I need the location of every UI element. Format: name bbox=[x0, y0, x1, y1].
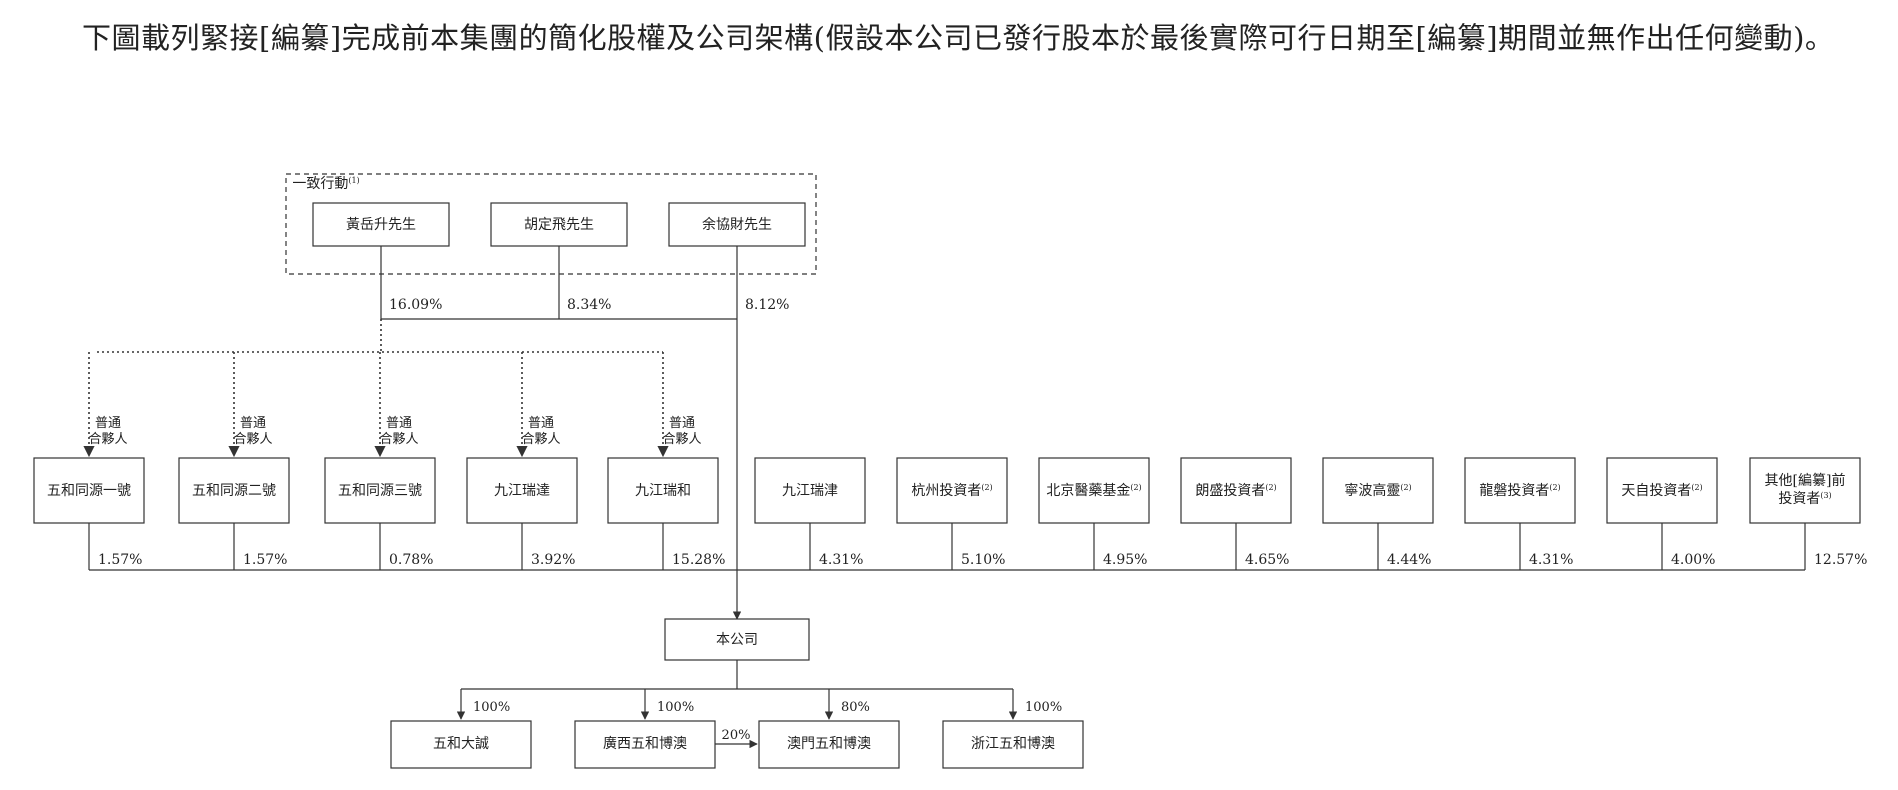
person-box bbox=[312, 202, 450, 247]
cross-holding-pct: 20% bbox=[722, 728, 751, 743]
shareholder-box bbox=[896, 457, 1008, 524]
subsidiary-pct: 100% bbox=[1025, 700, 1062, 715]
shareholder-name: 朗盛投資者(2) bbox=[1195, 483, 1276, 499]
gp-label: 合夥人 bbox=[379, 432, 418, 447]
gp-label: 合夥人 bbox=[88, 432, 127, 447]
shareholder-pct: 4.44% bbox=[1387, 552, 1431, 568]
gp-label: 合夥人 bbox=[662, 432, 701, 447]
shareholder-pct: 0.78% bbox=[389, 552, 433, 568]
shareholder-box bbox=[1464, 457, 1576, 524]
subsidiary-name: 浙江五和博澳 bbox=[971, 735, 1055, 752]
shareholder-pct: 12.57% bbox=[1814, 552, 1867, 568]
shareholder-name: 杭州投資者(2) bbox=[911, 483, 992, 499]
shareholder-box bbox=[754, 457, 866, 524]
subsidiary-pct: 100% bbox=[473, 700, 510, 715]
subsidiary-name: 廣西五和博澳 bbox=[603, 735, 687, 752]
shareholder-name: 龍磐投資者(2) bbox=[1479, 482, 1560, 499]
shareholder-name: 五和同源二號 bbox=[192, 483, 276, 499]
shareholder-name: 九江瑞和 bbox=[635, 483, 691, 499]
shareholder-pct: 1.57% bbox=[98, 552, 142, 568]
shareholder-box bbox=[1749, 457, 1861, 524]
shareholder-box bbox=[324, 457, 436, 524]
company-box bbox=[664, 618, 810, 661]
intro-paragraph: 下圖載列緊接[編纂]完成前本集團的簡化股權及公司架構(假設本公司已發行股本於最後… bbox=[82, 21, 1835, 55]
gp-label: 普通 bbox=[669, 416, 695, 431]
shareholder-name: 北京醫藥基金(2) bbox=[1046, 482, 1141, 499]
shareholder-name: 九江瑞津 bbox=[782, 483, 838, 499]
shareholder-box bbox=[33, 457, 145, 524]
gp-label: 普通 bbox=[240, 416, 266, 431]
gp-label: 普通 bbox=[95, 416, 121, 431]
shareholder-name: 九江瑞達 bbox=[494, 483, 550, 499]
shareholder-pct: 5.10% bbox=[961, 552, 1005, 568]
person-box bbox=[490, 202, 628, 247]
person-name: 胡定飛先生 bbox=[524, 217, 594, 233]
subsidiary-pct: 80% bbox=[841, 700, 870, 715]
concert-party-boundary bbox=[285, 173, 817, 275]
gp-label: 合夥人 bbox=[233, 432, 272, 447]
shareholder-pct: 4.00% bbox=[1671, 552, 1715, 568]
concert-party-label: 一致行動(1) bbox=[292, 176, 359, 192]
shareholder-name: 寧波高靈(2) bbox=[1344, 482, 1411, 499]
person-2-pct: 8.34% bbox=[567, 297, 611, 313]
subsidiary-box bbox=[574, 720, 716, 769]
shareholder-name: 投資者(3) bbox=[1778, 491, 1831, 507]
shareholder-pct: 15.28% bbox=[672, 552, 725, 568]
subsidiary-pct: 100% bbox=[657, 700, 694, 715]
shareholder-box bbox=[1322, 457, 1434, 524]
gp-label: 普通 bbox=[386, 416, 412, 431]
shareholder-box bbox=[1606, 457, 1718, 524]
shareholder-pct: 4.95% bbox=[1103, 552, 1147, 568]
shareholder-box bbox=[1038, 457, 1150, 524]
shareholder-box bbox=[178, 457, 290, 524]
subsidiary-name: 五和大誠 bbox=[433, 736, 489, 752]
shareholder-pct: 1.57% bbox=[243, 552, 287, 568]
shareholder-box bbox=[607, 457, 719, 524]
shareholder-pct: 4.65% bbox=[1245, 552, 1289, 568]
subsidiary-name: 澳門五和博澳 bbox=[787, 735, 871, 752]
shareholder-name: 五和同源三號 bbox=[338, 483, 422, 499]
shareholder-pct: 4.31% bbox=[819, 552, 863, 568]
shareholder-name: 其他[編纂]前 bbox=[1765, 472, 1846, 489]
subsidiary-box bbox=[390, 720, 532, 769]
shareholder-name: 天自投資者(2) bbox=[1621, 483, 1702, 499]
company-name: 本公司 bbox=[716, 632, 758, 648]
gp-label: 普通 bbox=[528, 416, 554, 431]
person-box bbox=[668, 202, 806, 247]
gp-label: 合夥人 bbox=[521, 432, 560, 447]
shareholder-pct: 3.92% bbox=[531, 552, 575, 568]
person-name: 余協財先生 bbox=[702, 216, 772, 233]
person-1-pct: 16.09% bbox=[389, 297, 442, 313]
subsidiary-box bbox=[942, 720, 1084, 769]
shareholder-pct: 4.31% bbox=[1529, 552, 1573, 568]
person-3-pct: 8.12% bbox=[745, 297, 789, 313]
person-name: 黃岳升先生 bbox=[346, 217, 416, 233]
shareholder-name: 五和同源一號 bbox=[47, 483, 131, 499]
subsidiary-box bbox=[758, 720, 900, 769]
